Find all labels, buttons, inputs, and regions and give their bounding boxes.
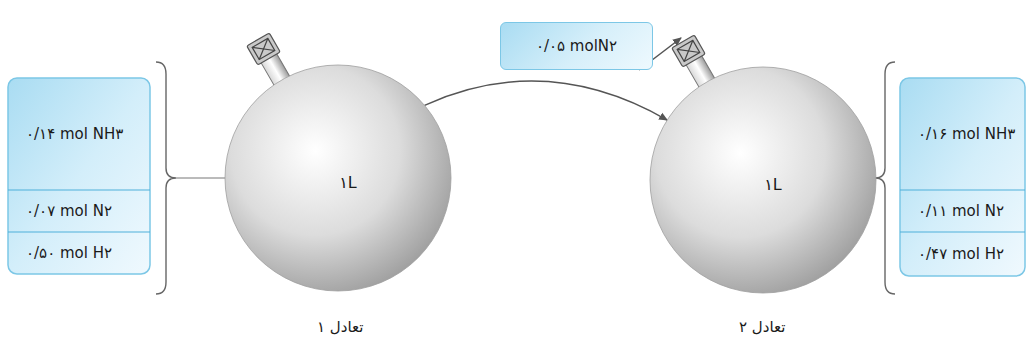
flask-node: ۱L xyxy=(650,67,876,293)
curly-bracket xyxy=(875,62,895,294)
amount-text: ۰/۱۶ mol NH۳ xyxy=(918,125,1015,143)
amount-band: ۰/۵۰ mol H۲ xyxy=(8,232,150,274)
added-gas-box: ۰/۰۵ molN۲ xyxy=(500,22,653,70)
data-panel xyxy=(8,78,150,274)
panel-divider xyxy=(8,231,150,232)
flask-sphere xyxy=(225,65,451,291)
amount-text: ۰/۱۱ mol N۲ xyxy=(918,202,1004,220)
amount-band: ۰/۱۴ mol NH۳ xyxy=(8,78,150,190)
amount-text: ۰/۰۷ mol N۲ xyxy=(26,202,112,220)
caption-label: تعادل ۱ xyxy=(317,318,363,336)
panel-divider xyxy=(8,189,150,190)
amount-text: ۰/۱۴ mol NH۳ xyxy=(26,125,123,143)
arrow-connector xyxy=(425,81,668,120)
curly-bracket xyxy=(156,62,176,294)
volume-label: ۱L xyxy=(764,175,782,194)
amount-band: ۰/۴۷ mol H۲ xyxy=(900,232,1025,276)
volume-label: ۱L xyxy=(339,173,357,192)
panel-divider xyxy=(900,231,1025,232)
amount-band: ۰/۱۶ mol NH۳ xyxy=(900,78,1025,190)
amount-text: ۰/۰۵ molN۲ xyxy=(536,37,617,55)
caption-label: تعادل ۲ xyxy=(739,318,785,336)
amount-text: ۰/۴۷ mol H۲ xyxy=(918,245,1004,263)
flask-sphere xyxy=(650,67,876,293)
amount-text: ۰/۵۰ mol H۲ xyxy=(26,244,112,262)
amount-band: ۰/۰۷ mol N۲ xyxy=(8,190,150,232)
amount-band: ۰/۱۱ mol N۲ xyxy=(900,190,1025,232)
panel-divider xyxy=(900,189,1025,190)
flask-node: ۱L xyxy=(225,65,451,291)
data-panel xyxy=(900,78,1025,276)
